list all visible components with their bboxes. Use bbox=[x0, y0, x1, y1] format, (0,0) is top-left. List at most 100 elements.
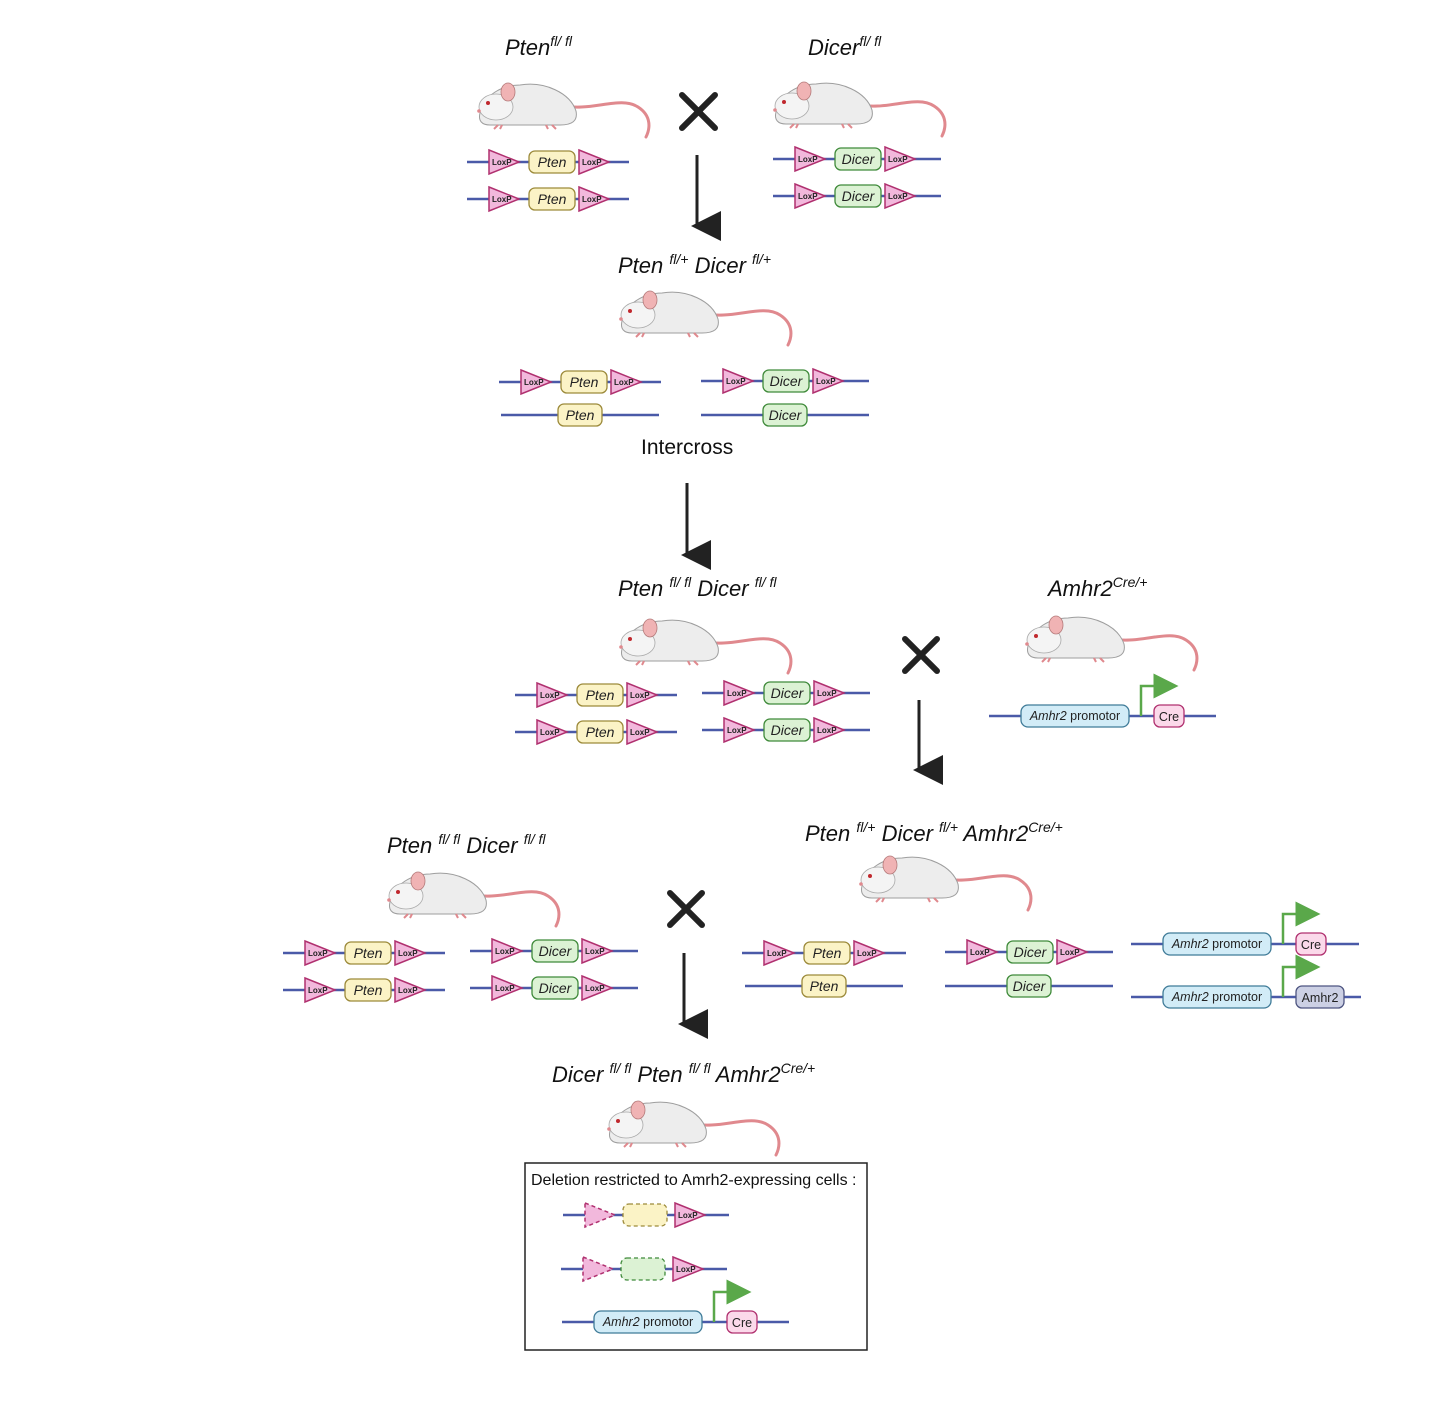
pten-gene: Pten bbox=[801, 974, 847, 998]
loxp-label: LoxP bbox=[582, 195, 602, 204]
cre-gene-label: Cre bbox=[1159, 710, 1179, 724]
loxp-site: LoxP bbox=[394, 939, 428, 967]
dicer-gene-label: Dicer bbox=[842, 151, 876, 167]
loxp-label: LoxP bbox=[585, 947, 605, 956]
loxp-label: LoxP bbox=[888, 192, 908, 201]
loxp-label: LoxP bbox=[798, 192, 818, 201]
dicer-deleted-gene bbox=[620, 1257, 666, 1281]
dicer-gene: Dicer bbox=[531, 939, 579, 963]
deletion-box-title: Deletion restricted to Amrh2-expressing … bbox=[531, 1172, 856, 1189]
cre-gene: Cre bbox=[1295, 932, 1327, 956]
loxp-label: LoxP bbox=[614, 378, 634, 387]
pten-gene: Pten bbox=[576, 720, 624, 744]
label-intercross: Intercross bbox=[641, 436, 733, 459]
amhr2-promotor: Amhr2 promotor bbox=[1020, 704, 1130, 728]
dicer-gene-label: Dicer bbox=[842, 188, 876, 204]
loxp-site: LoxP bbox=[884, 145, 918, 173]
label-amhr2-cre: Amhr2Cre/+ bbox=[1046, 574, 1147, 601]
loxp-site: LoxP bbox=[491, 974, 525, 1002]
loxp-site: LoxP bbox=[578, 185, 612, 213]
dicer-gene-label: Dicer bbox=[539, 943, 573, 959]
loxp-site bbox=[582, 1255, 616, 1283]
loxp-site: LoxP bbox=[1056, 938, 1090, 966]
loxp-site: LoxP bbox=[491, 937, 525, 965]
loxp-label: LoxP bbox=[495, 947, 515, 956]
loxp-site bbox=[584, 1201, 618, 1229]
dicer-gene-label: Dicer bbox=[1013, 978, 1047, 994]
pten-gene: Pten bbox=[344, 978, 392, 1002]
loxp-label: LoxP bbox=[585, 984, 605, 993]
loxp-site: LoxP bbox=[578, 148, 612, 176]
amhr2-promotor-label: Amhr2 promotor bbox=[1029, 709, 1120, 723]
pten-gene-label: Pten bbox=[566, 407, 595, 423]
pten-gene: Pten bbox=[803, 941, 851, 965]
dicer-gene: Dicer bbox=[762, 369, 810, 393]
mouse-icon bbox=[619, 290, 793, 347]
mouse-icon bbox=[859, 855, 1033, 912]
dicer-gene-label: Dicer bbox=[769, 407, 803, 423]
pten-gene-label: Pten bbox=[586, 724, 615, 740]
pten-gene-label: Pten bbox=[813, 945, 842, 961]
loxp-label: LoxP bbox=[676, 1265, 696, 1274]
promoter-arrow-icon bbox=[1281, 901, 1321, 944]
promoter-arrow-icon bbox=[1139, 673, 1179, 716]
pten-gene: Pten bbox=[528, 187, 576, 211]
loxp-label: LoxP bbox=[857, 949, 877, 958]
pten-gene-label: Pten bbox=[570, 374, 599, 390]
loxp-label: LoxP bbox=[524, 378, 544, 387]
amhr2-promotor: Amhr2 promotor bbox=[593, 1310, 703, 1334]
loxp-site: LoxP bbox=[520, 368, 554, 396]
pten-gene: Pten bbox=[344, 941, 392, 965]
label-f1: Pten fl/+ Dicer fl/+ bbox=[618, 251, 771, 278]
loxp-label: LoxP bbox=[540, 728, 560, 737]
loxp-site: LoxP bbox=[794, 182, 828, 210]
pten-gene: Pten bbox=[557, 403, 603, 427]
cre-gene-label: Cre bbox=[1301, 938, 1321, 952]
loxp-site: LoxP bbox=[581, 974, 615, 1002]
loxp-label: LoxP bbox=[308, 949, 328, 958]
loxp-site: LoxP bbox=[488, 185, 522, 213]
loxp-label: LoxP bbox=[726, 377, 746, 386]
loxp-site: LoxP bbox=[812, 367, 846, 395]
amhr2-promotor-label: Amhr2 promotor bbox=[1171, 990, 1262, 1004]
mouse-icon bbox=[773, 81, 947, 138]
label-g3-left: Pten fl/ fl Dicer fl/ fl bbox=[387, 831, 546, 858]
loxp-label: LoxP bbox=[492, 158, 512, 167]
loxp-site: LoxP bbox=[304, 939, 338, 967]
label-final-genotype: Dicer fl/ fl Pten fl/ fl Amhr2Cre/+ bbox=[552, 1060, 815, 1087]
loxp-site: LoxP bbox=[488, 148, 522, 176]
label-parent-pten: Ptenfl/ fl bbox=[505, 33, 573, 60]
dicer-gene: Dicer bbox=[762, 403, 808, 427]
loxp-label: LoxP bbox=[727, 726, 747, 735]
loxp-site: LoxP bbox=[304, 976, 338, 1004]
pten-gene-label: Pten bbox=[354, 945, 383, 961]
mouse-icon bbox=[1025, 615, 1199, 672]
dicer-gene: Dicer bbox=[834, 184, 882, 208]
label-g3-right: Pten fl/+ Dicer fl/+ Amhr2Cre/+ bbox=[805, 819, 1063, 846]
loxp-site: LoxP bbox=[813, 679, 847, 707]
label-parent-dicer: Dicerfl/ fl bbox=[808, 33, 882, 60]
pten-gene: Pten bbox=[528, 150, 576, 174]
dicer-gene: Dicer bbox=[834, 147, 882, 171]
pten-deleted-gene bbox=[622, 1203, 668, 1227]
dicer-gene: Dicer bbox=[1006, 940, 1054, 964]
cross-icon bbox=[667, 890, 705, 928]
loxp-label: LoxP bbox=[308, 986, 328, 995]
loxp-label: LoxP bbox=[398, 949, 418, 958]
loxp-site: LoxP bbox=[794, 145, 828, 173]
loxp-site: LoxP bbox=[763, 939, 797, 967]
cross-icon bbox=[902, 636, 940, 674]
promoter-arrow-icon bbox=[1281, 954, 1321, 997]
loxp-site: LoxP bbox=[722, 367, 756, 395]
loxp-label: LoxP bbox=[798, 155, 818, 164]
amhr2-gene: Amhr2 bbox=[1295, 985, 1345, 1009]
loxp-site: LoxP bbox=[581, 937, 615, 965]
amhr2-gene-label: Amhr2 bbox=[1302, 991, 1339, 1005]
dicer-gene: Dicer bbox=[531, 976, 579, 1000]
amhr2-promotor: Amhr2 promotor bbox=[1162, 985, 1272, 1009]
loxp-label: LoxP bbox=[492, 195, 512, 204]
loxp-label: LoxP bbox=[727, 689, 747, 698]
loxp-label: LoxP bbox=[678, 1211, 698, 1220]
